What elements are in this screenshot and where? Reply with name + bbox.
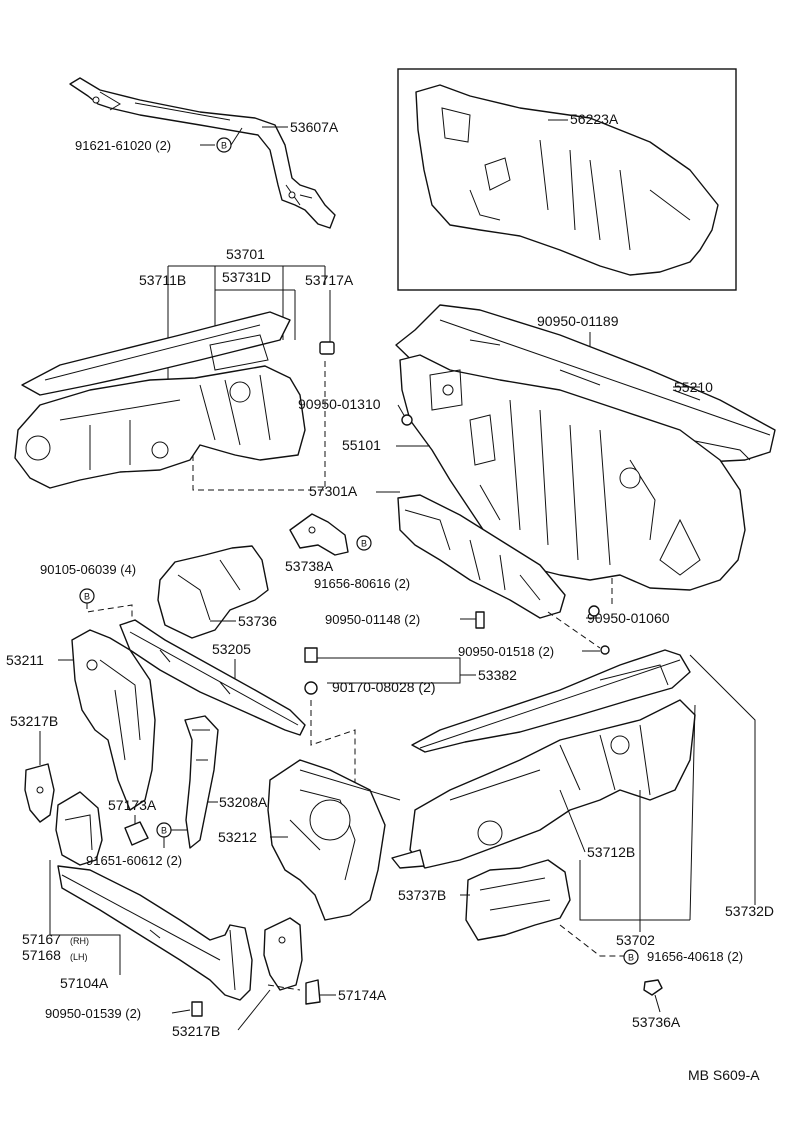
part-90950-01060-drawing: [588, 605, 600, 617]
part-57301A-drawing: [397, 494, 566, 619]
part-nut-90170-drawing: [304, 681, 318, 695]
label-57301A: 57301A: [309, 483, 358, 499]
part-radiator-support-side-drawing: [55, 791, 103, 866]
label-53737B: 53737B: [398, 887, 446, 903]
part-53208A-drawing: [184, 715, 219, 849]
part-53731D-drawing: [21, 311, 291, 396]
label-90950-01518: 90950-01518 (2): [458, 644, 554, 659]
part-90950-01539-drawing: [191, 1001, 203, 1017]
part-90950-01148-drawing: [475, 611, 485, 629]
part-90950-01310-drawing: [401, 414, 413, 426]
b-marker: B: [161, 826, 167, 836]
label-55101: 55101: [342, 437, 381, 453]
label-53701: 53701: [226, 246, 265, 262]
label-53712B: 53712B: [587, 844, 635, 860]
label-53702: 53702: [616, 932, 655, 948]
label-90950-01539: 90950-01539 (2): [45, 1006, 141, 1021]
part-57104A-drawing: [57, 865, 253, 1001]
part-57174A-drawing: [305, 979, 321, 1005]
label-90950-01310: 90950-01310: [298, 396, 381, 412]
part-53732D-drawing: [411, 649, 691, 753]
b-marker: B: [221, 141, 227, 151]
b-marker: B: [361, 539, 367, 549]
part-53217B-bottom-drawing: [263, 917, 303, 991]
part-bolt-53382-drawing: [304, 647, 318, 663]
label-57167: 57167: [22, 931, 61, 947]
part-90950-01518-drawing: [600, 645, 610, 655]
b-marker: B: [84, 592, 90, 602]
label-53208A: 53208A: [219, 794, 268, 810]
label-53217B-top: 53217B: [10, 713, 58, 729]
part-53212-drawing: [267, 759, 401, 921]
label-57174A: 57174A: [338, 987, 387, 1003]
part-53736A-drawing: [643, 979, 663, 996]
label-91656-40618: 91656-40618 (2): [647, 949, 743, 964]
label-56223A: 56223A: [570, 111, 619, 127]
part-53712B-drawing: [409, 699, 696, 869]
part-56223A-drawing: [415, 84, 719, 276]
label-90950-01189: 90950-01189: [537, 313, 619, 329]
part-53205-drawing: [119, 619, 306, 736]
label-57168: 57168: [22, 947, 61, 963]
label-90170-08028: 90170-08028 (2): [332, 679, 436, 695]
label-91621-61020: 91621-61020 (2): [75, 138, 171, 153]
label-53212: 53212: [218, 829, 257, 845]
part-53607A-drawing: [69, 77, 336, 229]
b-callout-circle-icon: [623, 949, 639, 965]
label-53217B-bottom: 53217B: [172, 1023, 220, 1039]
label-55210: 55210: [674, 379, 713, 395]
label-57173A: 57173A: [108, 797, 157, 813]
label-90950-01148: 90950-01148 (2): [325, 612, 420, 627]
part-53717A-drawing: [319, 341, 335, 355]
label-53382: 53382: [478, 667, 517, 683]
label-53736A: 53736A: [632, 1014, 681, 1030]
inset-box-56223A: [397, 68, 737, 291]
label-53738A: 53738A: [285, 558, 334, 574]
label-lh: (LH): [70, 952, 88, 962]
label-53717A: 53717A: [305, 272, 354, 288]
label-53736: 53736: [238, 613, 277, 629]
label-53607A: 53607A: [290, 119, 339, 135]
label-53732D: 53732D: [725, 903, 774, 919]
part-53737B-drawing: [465, 859, 571, 941]
b-callout-circle-icon: [356, 535, 372, 551]
b-marker: B: [628, 953, 634, 963]
label-57104A: 57104A: [60, 975, 109, 991]
part-53217B-top-drawing: [24, 763, 55, 823]
label-53211: 53211: [6, 652, 44, 668]
label-91651-60612: 91651-60612 (2): [86, 853, 182, 868]
label-53731D: 53731D: [222, 269, 271, 285]
label-53205: 53205: [212, 641, 251, 657]
label-53711B: 53711B: [139, 272, 186, 288]
part-57173A-drawing: [124, 821, 149, 846]
part-53711B-drawing: [14, 365, 306, 489]
label-rh: (RH): [70, 936, 89, 946]
part-53736-drawing: [157, 545, 269, 639]
part-53211-drawing: [71, 629, 156, 811]
part-apron-bracket-drawing: [391, 849, 425, 869]
label-91656-80616: 91656-80616 (2): [314, 576, 410, 591]
label-90105-06039: 90105-06039 (4): [40, 562, 136, 577]
figure-code: MB S609-A: [688, 1067, 760, 1083]
part-53738A-drawing: [289, 513, 349, 556]
label-90950-01060: 90950-01060: [587, 610, 670, 626]
